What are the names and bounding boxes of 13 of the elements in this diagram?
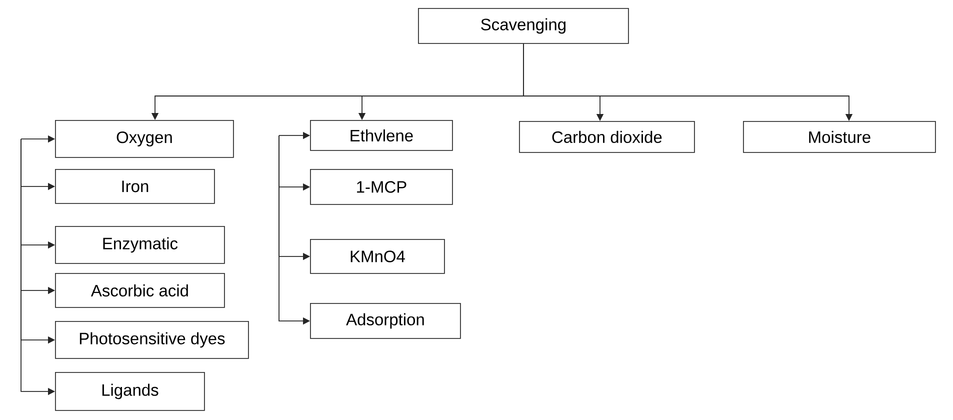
- item-box: KMnO4: [310, 239, 445, 274]
- item-box: Photosensitive dyes: [55, 321, 249, 359]
- category-box: Moisture: [743, 121, 936, 153]
- item-box: Iron: [55, 169, 215, 204]
- item-box: Ascorbic acid: [55, 273, 225, 308]
- item-box: 1-MCP: [310, 169, 453, 205]
- item-box: Enzymatic: [55, 226, 225, 264]
- item-box: Ligands: [55, 372, 205, 411]
- heading-box: Scavenging: [418, 8, 629, 44]
- category-box: Carbon dioxide: [519, 121, 695, 153]
- category-box: Oxygen: [55, 120, 234, 158]
- item-box: Adsorption: [310, 303, 461, 339]
- category-box: Ethvlene: [310, 120, 453, 151]
